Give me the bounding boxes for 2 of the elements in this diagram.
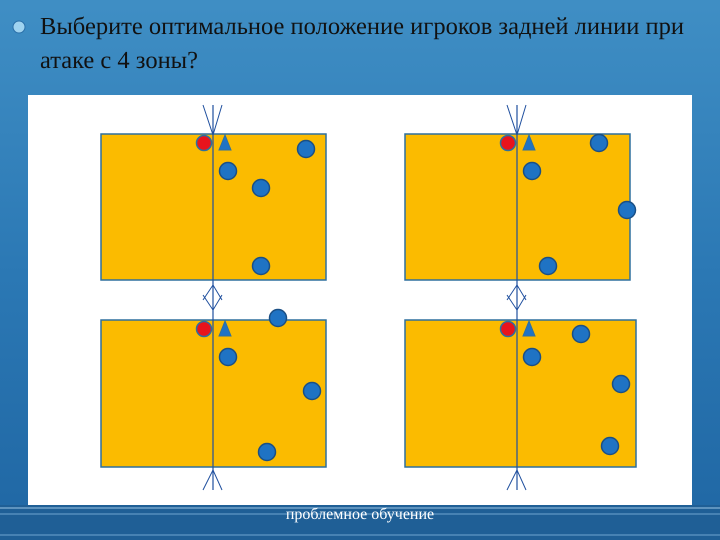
- title: Выберите оптимальное положение игроков задней линии при атаке с 4 зоны?: [40, 12, 685, 76]
- footer-text: проблемное обучение: [286, 506, 434, 524]
